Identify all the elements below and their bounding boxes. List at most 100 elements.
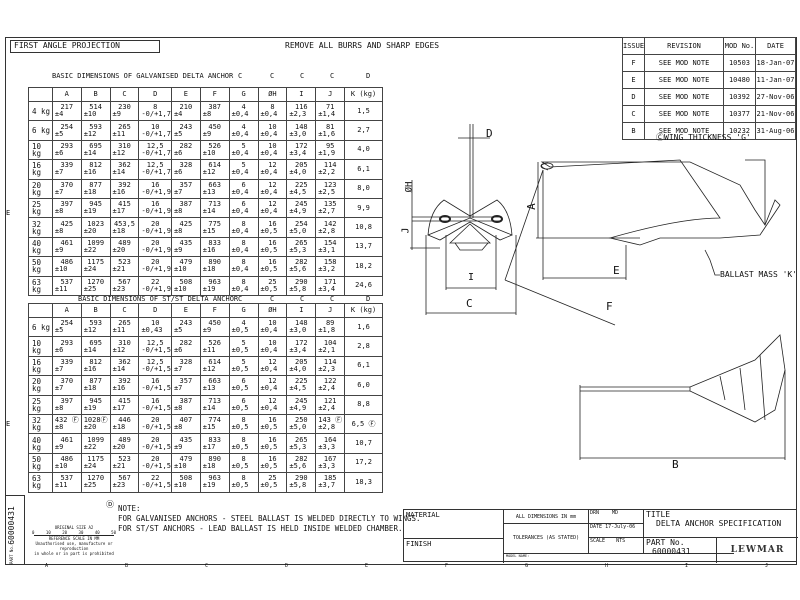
nominal-value: 508 — [179, 277, 193, 286]
nominal-value: 713 — [208, 200, 222, 209]
tolerance: ±0,5 — [231, 481, 249, 490]
dimension-cell: 8±0,5 — [228, 413, 259, 435]
tolerance: ±14 — [83, 148, 97, 157]
drn-label: DRN — [590, 510, 600, 516]
ballast-mass-cell: 17,2 — [344, 452, 383, 474]
dimension-cell: 167±3,3 — [315, 452, 346, 474]
zone-marker: G — [525, 563, 529, 569]
zone-marker: D — [285, 563, 289, 569]
ballast-mass-callout: BALLAST MASS 'K' — [720, 270, 798, 279]
dimension-cell: 116±2,3 — [286, 100, 317, 122]
title-label: TITLE — [646, 510, 671, 519]
nominal-value: 16 — [150, 180, 160, 189]
tolerance: ±17 — [112, 207, 126, 216]
tolerance: ±22 — [83, 245, 97, 254]
nominal-value: 16 — [268, 219, 277, 228]
tolerance: ±0,5 — [231, 423, 249, 432]
finish-label: FINISH — [404, 538, 504, 549]
dim-label-i: I — [468, 272, 475, 283]
dimension-cell: 114±2,2 — [315, 159, 346, 180]
dimension-cell: 10-0/+1,7 — [138, 120, 172, 141]
dimension-cell: 6±0,5 — [228, 394, 259, 415]
revision-cell: 10480 — [723, 71, 756, 89]
dimension-cell: 614±12 — [199, 159, 230, 180]
dimension-cell: 4±0,5 — [228, 316, 259, 338]
ballast-mass-cell: 18,2 — [344, 256, 383, 277]
tolerance: ±16 — [112, 187, 126, 196]
rev-col-date: DATE — [755, 37, 796, 55]
dimension-cell: 425±8 — [51, 217, 82, 238]
nominal-value: 123 — [323, 180, 337, 189]
tolerances-note: TOLERANCES (AS STATED) — [512, 535, 580, 541]
nominal-value: 254 — [60, 319, 74, 328]
tolerance: ±0,5 — [231, 326, 249, 335]
nominal-value: 8 — [241, 474, 246, 483]
dimension-cell: 254±5 — [51, 120, 82, 141]
nominal-value: 663 — [208, 377, 222, 386]
ballast-mass-cell: 10,7 — [344, 433, 383, 454]
tolerance: ±3,1 — [318, 245, 336, 254]
revision-mark: C — [330, 295, 335, 303]
nominal-value: 370 — [60, 377, 74, 386]
tolerance: ±22 — [83, 442, 97, 451]
nominal-value: 71 — [325, 103, 335, 112]
nominal-value: 593 — [89, 122, 102, 131]
dimension-cell: 95±1,9 — [315, 139, 346, 161]
dimension-cell: 148±3,0 — [286, 316, 317, 338]
dimension-cell: 479±10 — [170, 256, 201, 277]
nominal-value: 16 — [268, 258, 277, 267]
nominal-value: 20 — [150, 416, 160, 425]
column-header: F — [199, 303, 230, 318]
nominal-value: 1270 — [87, 277, 105, 286]
tolerance: -0/+1,5 — [141, 345, 171, 354]
dimension-cell: 508±10 — [170, 275, 201, 296]
column-header — [28, 87, 53, 102]
ballast-mass-cell: 8,0 — [344, 178, 383, 199]
nominal-value: 453,5 — [113, 219, 136, 228]
tolerance: ±0,5 — [260, 265, 278, 274]
column-header: G — [228, 303, 259, 318]
ballast-mass-cell: 6,1 — [344, 355, 383, 377]
nominal-value: 95 — [325, 141, 335, 150]
tolerance: ±18 — [112, 423, 126, 432]
tolerance: ±2,8 — [318, 423, 336, 432]
nominal-value: 1099 — [87, 435, 105, 444]
drawing-frame — [5, 37, 797, 565]
row-size-label: 20 kg — [28, 178, 53, 199]
nominal-value: 425 — [179, 219, 193, 228]
galv-row-mark: E — [6, 209, 11, 217]
dimension-cell: 114±2,3 — [315, 355, 346, 377]
column-header: B — [80, 303, 111, 318]
tolerance: ±12 — [112, 148, 126, 157]
nominal-value: 8 — [241, 454, 246, 463]
tolerance: ±0,4 — [231, 207, 249, 216]
column-header: A — [51, 303, 82, 318]
tolerance: ±0,5 — [260, 461, 278, 470]
ballast-mass-cell: 1,5 — [344, 100, 383, 122]
dimension-cell: 1175±24 — [80, 452, 111, 474]
tolerance: ±0,4 — [260, 110, 278, 119]
nominal-value: 205 — [294, 357, 308, 366]
nominal-value: 397 — [60, 200, 74, 209]
tolerance: ±16 — [112, 384, 126, 393]
nominal-value: 265 — [118, 319, 131, 328]
nominal-value: 148 — [294, 122, 308, 131]
tolerance: ±21 — [112, 461, 126, 470]
nominal-value: 415 — [118, 200, 131, 209]
dimension-cell: 16-0/+1,5 — [138, 394, 172, 415]
dimension-cell: 523±21 — [109, 256, 140, 277]
revision-cell: B — [621, 122, 646, 140]
dimension-cell: 16±0,5 — [257, 256, 288, 277]
dimension-cell: 8±0,5 — [228, 452, 259, 474]
nominal-value: 12,5 — [146, 161, 164, 170]
tolerance: ±4,0 — [289, 168, 307, 177]
drn-date-scale-cell: DRN MD DATE 17-July-06 SCALE NTS — [588, 510, 644, 553]
dimension-cell: 10±0,4 — [257, 139, 288, 161]
